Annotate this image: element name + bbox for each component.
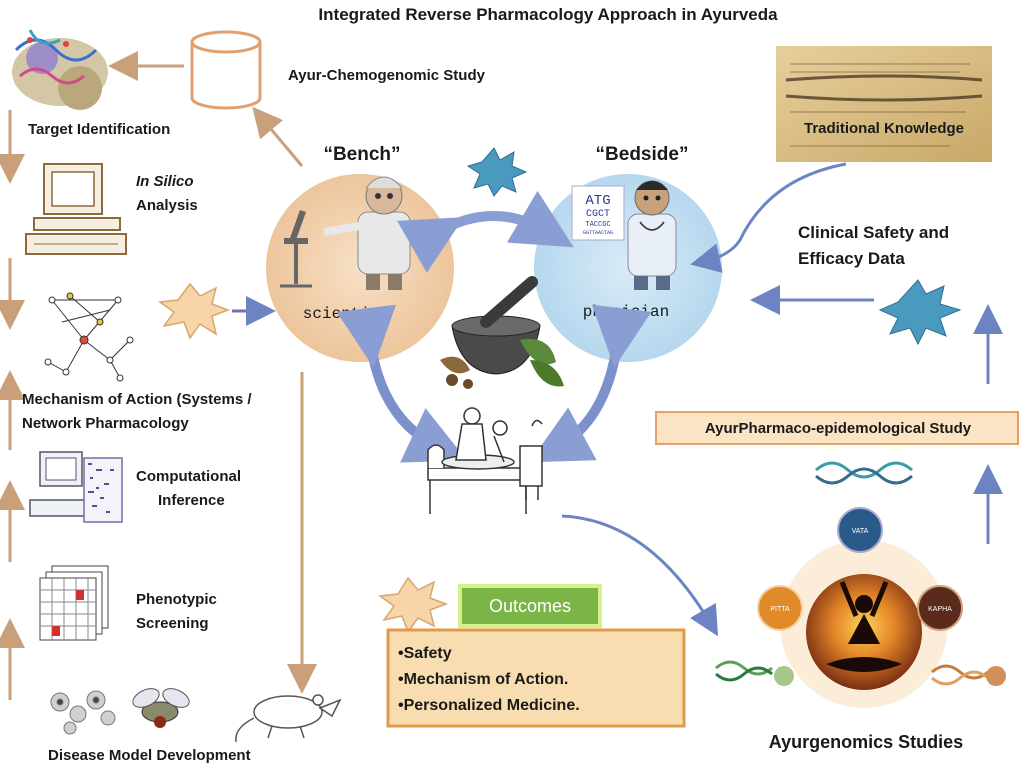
moa-label-line1: Mechanism of Action (Systems / xyxy=(22,391,252,408)
outcomes-header-box xyxy=(458,584,602,628)
blue-star-right-icon xyxy=(878,279,962,346)
target-identification-label: Target Identification xyxy=(28,121,170,138)
ayurgenomics-illustration xyxy=(715,461,1006,708)
arrow-bed-to-ayurgenomics xyxy=(561,514,719,637)
scientist-label: scientist xyxy=(303,305,389,323)
ayur-chemogenomic-label: Ayur-Chemogenomic Study xyxy=(288,67,486,84)
computational-computer-icon xyxy=(29,451,123,523)
scientist-figure-icon xyxy=(280,176,411,290)
clinical-label-line1: Clinical Safety and xyxy=(798,223,949,242)
svg-text:GGTTAACTAG: GGTTAACTAG xyxy=(583,230,613,236)
analysis-label: Analysis xyxy=(136,197,198,214)
moa-label-line2: Network Pharmacology xyxy=(22,415,189,432)
peach-star-icon xyxy=(157,282,231,340)
eye-chart-icon: ATG CGCT TACCGC GGTTAACTAG xyxy=(571,185,625,241)
arrow-bench-to-cylinder xyxy=(252,106,304,167)
outcomes-heading: Outcomes xyxy=(489,596,571,616)
traditional-knowledge-label: Traditional Knowledge xyxy=(804,120,964,137)
in-silico-label: In Silico xyxy=(136,173,194,190)
arrow-tradition-to-physician xyxy=(690,162,847,273)
screening-plates-icon xyxy=(39,565,109,641)
clinical-label-line2: Efficacy Data xyxy=(798,249,905,268)
cells-icon xyxy=(50,690,116,735)
blue-star-top-icon xyxy=(466,147,528,197)
outcome-item-moa: •Mechanism of Action. xyxy=(398,671,568,688)
database-cylinder-icon xyxy=(190,30,262,110)
disease-model-label: Disease Model Development xyxy=(48,747,251,764)
patient-bed-icon xyxy=(427,407,543,514)
protein-structure-icon xyxy=(12,29,108,110)
svg-text:TACCGC: TACCGC xyxy=(585,221,610,229)
dosha-vata: VATA xyxy=(852,528,869,535)
ayurpharmaco-label: AyurPharmaco-epidemological Study xyxy=(705,420,972,437)
computer-icon xyxy=(25,163,127,255)
network-graph-icon xyxy=(44,292,134,382)
arrow-bench-bedside xyxy=(397,190,574,273)
dosha-kapha: KAPHA xyxy=(928,606,952,613)
physician-label: physician xyxy=(583,303,669,321)
outcomes-list-box xyxy=(386,628,686,728)
svg-text:CGCT: CGCT xyxy=(586,209,610,220)
peach-star-outcomes-icon xyxy=(377,576,449,634)
screening-label: Screening xyxy=(136,615,209,632)
mouse-icon xyxy=(235,694,342,743)
phenotypic-label: Phenotypic xyxy=(136,591,217,608)
diagram-title: Integrated Reverse Pharmacology Approach… xyxy=(318,5,778,24)
physician-figure-icon xyxy=(627,180,677,290)
computational-label: Computational xyxy=(136,468,241,485)
bedside-label: “Bedside” xyxy=(596,144,689,165)
ayurpharmaco-box xyxy=(655,411,1019,445)
svg-text:ATG: ATG xyxy=(585,193,610,209)
traditional-knowledge-manuscript xyxy=(776,46,992,162)
ayurgenomics-label: Ayurgenomics Studies xyxy=(769,732,963,752)
arrow-physician-to-bed xyxy=(529,304,652,463)
fruit-fly-icon xyxy=(132,688,190,728)
outcome-item-personalized: •Personalized Medicine. xyxy=(398,697,580,714)
outcome-item-safety: •Safety xyxy=(398,645,452,662)
arrow-scientist-to-bed xyxy=(336,304,468,463)
bench-label: “Bench” xyxy=(323,144,400,165)
inference-label: Inference xyxy=(158,492,225,509)
dosha-pitta: PITTA xyxy=(770,606,790,613)
